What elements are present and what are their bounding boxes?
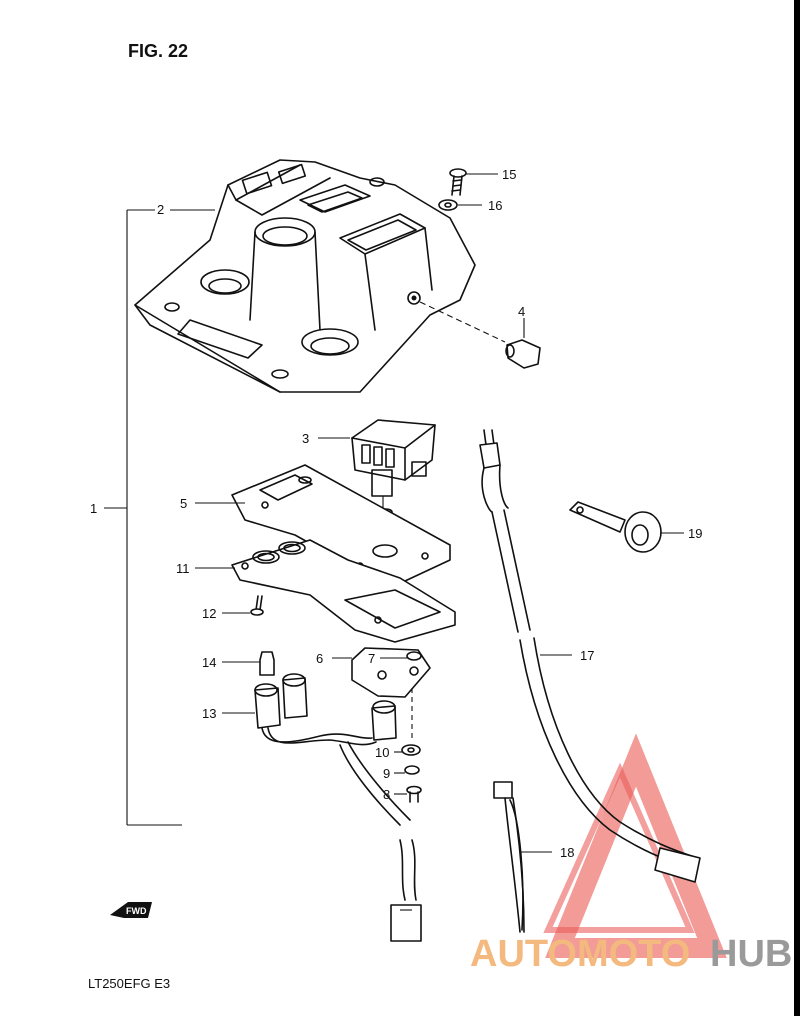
gasket-11 xyxy=(231,539,456,643)
watermark-text-hub: HUB xyxy=(710,933,792,975)
callout-2: 2 xyxy=(157,202,164,217)
callout-11: 11 xyxy=(176,561,190,576)
washer-10 xyxy=(401,744,421,756)
callout-14: 14 xyxy=(202,655,216,670)
screw-15 xyxy=(449,168,467,196)
sensor-lead-18 xyxy=(493,781,525,933)
callout-5: 5 xyxy=(180,496,187,511)
washer-16 xyxy=(438,199,458,211)
socket-harness-13 xyxy=(254,673,422,942)
callout-7: 7 xyxy=(368,651,375,666)
callout-18: 18 xyxy=(560,845,574,860)
speedometer-cable-17 xyxy=(479,429,701,883)
page-edge-bar xyxy=(794,0,800,1016)
callout-10: 10 xyxy=(375,745,389,760)
fwd-arrow-icon: FWD xyxy=(110,902,152,918)
model-code: LT250EFG E3 xyxy=(88,976,170,991)
callout-15: 15 xyxy=(502,167,516,182)
callout-12: 12 xyxy=(202,606,216,621)
watermark-text-automoto: AUTOMOTO xyxy=(470,933,690,975)
figure-title: FIG. 22 xyxy=(128,41,188,61)
callout-4: 4 xyxy=(518,304,525,319)
assembly-bracket xyxy=(126,209,182,826)
screw-12 xyxy=(250,595,264,616)
callout-16: 16 xyxy=(488,198,502,213)
clamp-19 xyxy=(569,501,662,553)
leader-lines xyxy=(104,173,684,853)
callout-8: 8 xyxy=(383,787,390,802)
callout-1: 1 xyxy=(90,501,97,516)
callout-labels: 2 1 3 4 15 16 5 11 12 14 13 6 7 10 9 8 1… xyxy=(90,167,702,860)
fwd-label: FWD xyxy=(126,906,147,916)
callout-13: 13 xyxy=(202,706,216,721)
callout-19: 19 xyxy=(688,526,702,541)
bulb-14 xyxy=(259,651,275,676)
screw-8 xyxy=(406,785,422,803)
washer-7 xyxy=(406,651,422,661)
callout-9: 9 xyxy=(383,766,390,781)
washer-9 xyxy=(404,765,420,775)
callout-3: 3 xyxy=(302,431,309,446)
meter-case xyxy=(134,159,476,393)
plate-5 xyxy=(231,464,451,589)
callout-17: 17 xyxy=(580,648,594,663)
trip-knob xyxy=(419,301,541,369)
callout-6: 6 xyxy=(316,651,323,666)
